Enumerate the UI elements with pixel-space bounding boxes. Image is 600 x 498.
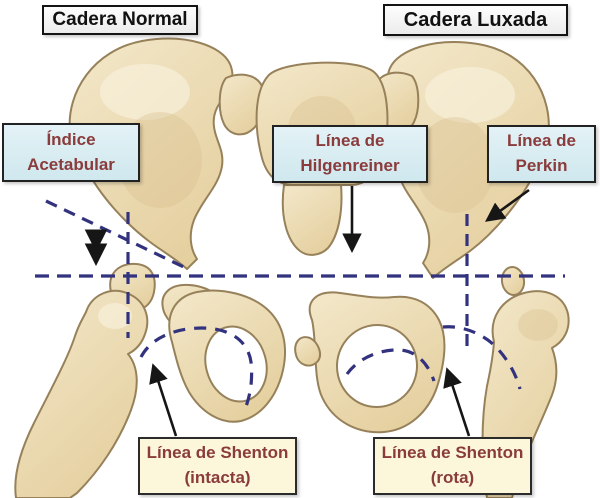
label-cadera-luxada: Cadera Luxada: [383, 4, 568, 36]
shenton-line-broken-lateral: [442, 325, 522, 390]
label-shenton-rota: Línea de Shenton (rota): [373, 437, 532, 495]
label-cadera-normal: Cadera Normal: [42, 5, 198, 35]
right-ischial-spine-bone: [294, 336, 321, 367]
label-linea-hilgenreiner: Línea de Hilgenreiner: [272, 125, 428, 183]
label-shenton-intacta: Línea de Shenton (intacta): [138, 437, 297, 495]
shenton-intacta-arrow: [149, 363, 178, 437]
shenton-line-broken-medial: [345, 348, 436, 382]
label-linea-perkin: Línea de Perkin: [487, 125, 596, 183]
label-text-line2: Hilgenreiner: [300, 156, 400, 175]
label-text-line1: Línea de Shenton: [146, 443, 289, 463]
label-indice-acetabular: Índice Acetabular: [2, 123, 140, 182]
label-text-line1: Línea de: [315, 131, 385, 151]
label-text-line2: Perkin: [515, 156, 568, 175]
label-text-line1: Índice: [46, 129, 96, 149]
right-femur-shade: [518, 309, 558, 341]
label-text-line2: Acetabular: [27, 154, 115, 174]
shenton-rota-arrow: [443, 367, 471, 437]
left-femur-highlight: [98, 303, 132, 329]
right-obturator-foramen: [335, 324, 419, 408]
right-wing-shade: [415, 117, 495, 213]
left-wing-highlight: [100, 64, 190, 120]
label-text-line2: (rota): [430, 468, 475, 487]
label-text-line1: Línea de Shenton: [381, 443, 524, 463]
label-text: Cadera Luxada: [403, 9, 548, 31]
right-femoral-head-ossicle: [500, 266, 526, 296]
perkin-arrow: [485, 188, 530, 222]
left-sacral-ala-bone: [218, 73, 266, 136]
label-text-line2: (intacta): [184, 468, 251, 487]
acetabular-index-line: [45, 199, 191, 272]
left-femur-bone: [14, 289, 149, 498]
right-wing-highlight: [425, 67, 515, 123]
sacrum-tail-bone: [281, 184, 343, 256]
label-text: Cadera Normal: [52, 8, 188, 30]
label-text-line1: Línea de: [507, 131, 576, 151]
